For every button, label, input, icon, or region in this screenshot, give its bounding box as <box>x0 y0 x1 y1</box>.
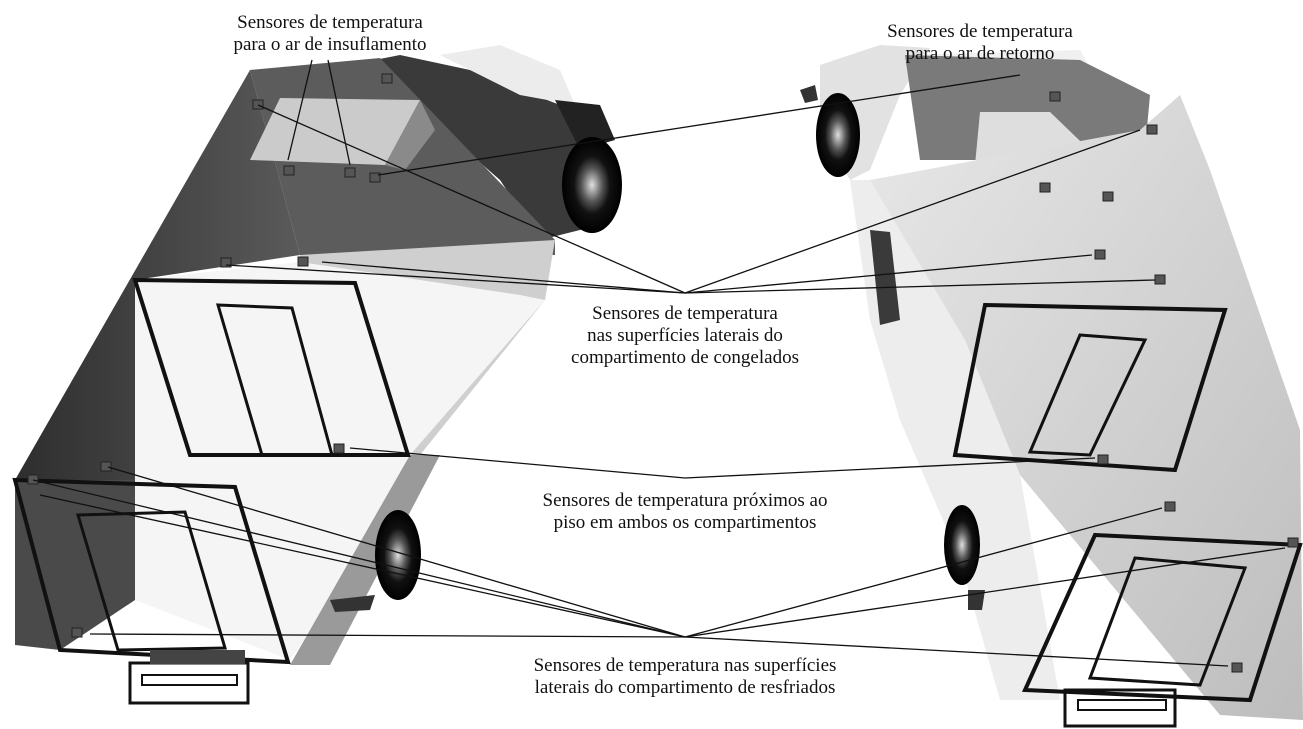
label-chilled-wall-sensors: Sensores de temperatura nas superfícies … <box>455 655 915 699</box>
sensor-cube-icon <box>27 474 39 485</box>
sensor-cube-icon <box>369 172 381 183</box>
truck-right-illustration <box>800 45 1303 728</box>
truck-left-wall <box>15 70 300 480</box>
sensor-cube-icon <box>297 256 309 267</box>
sensor-cube-icon <box>333 443 345 454</box>
sensor-cube-icon <box>1154 274 1166 285</box>
sensor-cube-icon <box>1164 501 1176 512</box>
sensor-cube-icon <box>1097 454 1109 465</box>
label-frozen-wall-sensors: Sensores de temperatura nas superfícies … <box>530 303 840 369</box>
label-floor-sensors: Sensores de temperatura próximos ao piso… <box>470 490 900 534</box>
chilled-door-frame-right <box>1021 532 1303 703</box>
truck-left-cab <box>300 45 622 240</box>
label-line: piso em ambos os compartimentos <box>553 512 817 533</box>
truck-left-illustration <box>12 45 622 705</box>
label-line: Sensores de temperatura próximos ao <box>542 490 828 511</box>
sensor-cube-icon <box>381 73 393 84</box>
label-line: laterais do compartimento de resfriados <box>534 677 836 698</box>
sensor-cube-icon <box>1094 249 1106 260</box>
label-line: para o ar de retorno <box>905 43 1055 64</box>
wheel-icon <box>375 510 421 600</box>
sensor-cube-icon <box>252 99 264 110</box>
sensor-cube-icon <box>220 257 232 268</box>
label-line: Sensores de temperatura <box>237 12 423 33</box>
truck-right-cab <box>800 45 930 180</box>
label-line: compartimento de congelados <box>571 347 799 368</box>
frozen-door-frame-right <box>952 302 1228 473</box>
leader-lines <box>32 59 1286 667</box>
sensor-cube-icon <box>1039 182 1051 193</box>
chilled-door-frame <box>12 477 291 665</box>
wheel-icon <box>944 505 980 585</box>
sensor-group-left <box>27 73 393 638</box>
rear-step-left <box>128 650 250 705</box>
sensor-cube-icon <box>1146 124 1158 135</box>
rear-step-right <box>1063 688 1177 728</box>
evaporator-unit-left <box>250 98 420 165</box>
sensor-cube-icon <box>1231 662 1243 673</box>
sensor-cube-icon <box>71 627 83 638</box>
frozen-door-frame <box>132 277 411 457</box>
sensor-cube-icon <box>1102 191 1114 202</box>
sensor-cube-icon <box>1049 91 1061 102</box>
sensor-cube-icon <box>344 167 356 178</box>
label-line: nas superfícies laterais do <box>587 325 783 346</box>
label-supply-air-sensors: Sensores de temperatura para o ar de ins… <box>175 12 485 56</box>
sensor-cube-icon <box>1287 537 1299 548</box>
label-return-air-sensors: Sensores de temperatura para o ar de ret… <box>825 21 1135 65</box>
sensor-cube-icon <box>283 165 295 176</box>
wheel-icon <box>562 137 622 233</box>
sensor-cube-icon <box>100 461 112 472</box>
wheel-icon <box>816 93 860 177</box>
label-line: Sensores de temperatura nas superfícies <box>533 655 837 676</box>
label-line: Sensores de temperatura <box>592 303 778 324</box>
sensor-group-right <box>1039 91 1299 673</box>
label-line: Sensores de temperatura <box>887 21 1073 42</box>
label-line: para o ar de insuflamento <box>233 34 427 55</box>
